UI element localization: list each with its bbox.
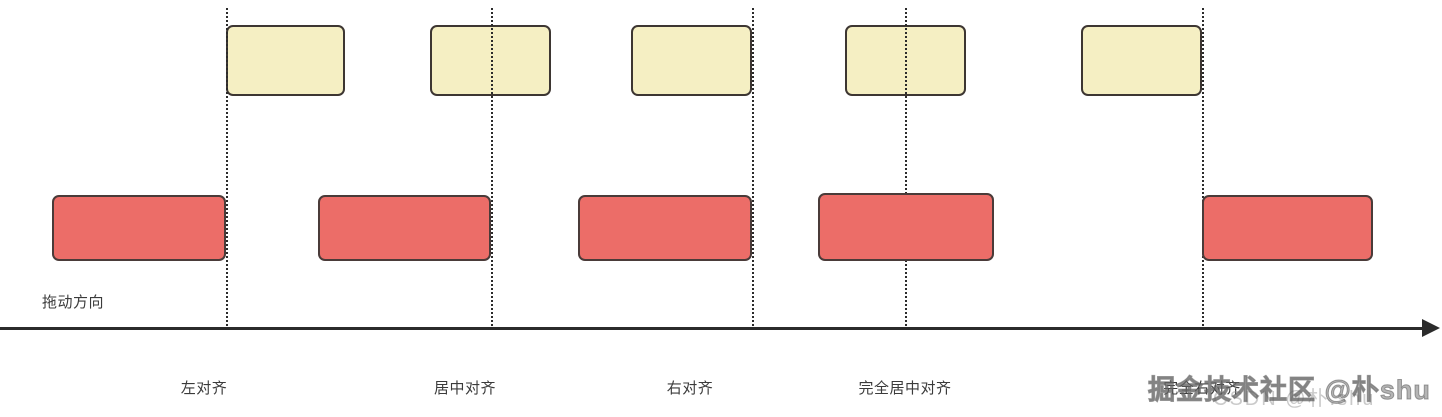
axis-label-center-align: 居中对齐 xyxy=(433,380,497,397)
guide-line-full-center-align xyxy=(905,8,907,330)
axis-line xyxy=(0,327,1424,330)
ghost-box-center-align[interactable] xyxy=(430,25,551,96)
drag-box-left-align[interactable] xyxy=(52,195,226,261)
drag-box-full-center-align[interactable] xyxy=(818,193,994,261)
guide-line-center-align xyxy=(491,8,493,330)
drag-box-right-align[interactable] xyxy=(578,195,752,261)
axis-label-full-right-align: 完全右对齐 xyxy=(1163,380,1241,397)
ghost-box-right-align[interactable] xyxy=(631,25,752,96)
axis-label-right-align: 右对齐 xyxy=(666,380,714,397)
axis-label-full-center-align: 完全居中对齐 xyxy=(858,380,952,397)
drag-box-full-right-align[interactable] xyxy=(1202,195,1373,261)
ghost-box-full-right-align[interactable] xyxy=(1081,25,1202,96)
axis-label-left-align: 左对齐 xyxy=(180,380,228,397)
guide-line-full-right-align xyxy=(1202,8,1204,330)
guide-line-left-align xyxy=(226,8,228,330)
drag-box-center-align[interactable] xyxy=(318,195,491,261)
axis-arrow-icon xyxy=(1422,319,1440,337)
guide-line-right-align xyxy=(752,8,754,330)
ghost-box-left-align[interactable] xyxy=(226,25,345,96)
drag-direction-label: 拖动方向 xyxy=(42,294,105,311)
